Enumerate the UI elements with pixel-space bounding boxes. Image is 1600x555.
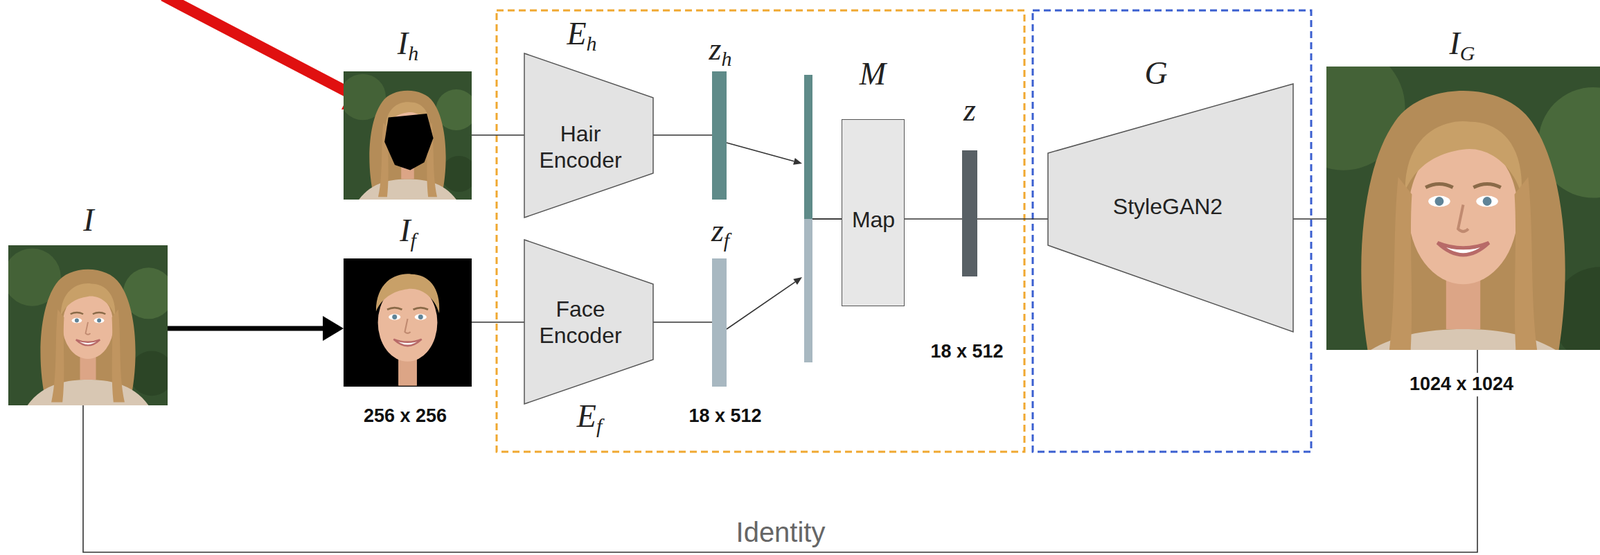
face-photo [3, 245, 174, 406]
edge-label: Identity [732, 516, 830, 548]
trapezoid-shape [524, 53, 654, 218]
face-crop-photo [343, 258, 472, 387]
dimension-label: 18 x 512 [930, 341, 1003, 363]
connector [83, 349, 1478, 553]
concat-bar-top [804, 74, 813, 219]
connector-line [1293, 218, 1327, 220]
connector [471, 135, 525, 136]
arrowhead [793, 157, 803, 165]
network-block: EhHair Encoder [524, 53, 654, 218]
block-label: Map [844, 206, 903, 233]
connector-line [653, 321, 713, 323]
symbol-letter: E [576, 398, 597, 434]
connector-line [977, 218, 1048, 220]
symbol-subscript: h [407, 41, 419, 65]
symbol-subscript: f [410, 228, 416, 252]
connector [653, 322, 713, 323]
math-label: I [83, 204, 94, 237]
symbol-letter: M [859, 56, 886, 92]
symbol-letter: G [1144, 55, 1168, 91]
image-node: IG [1326, 66, 1600, 350]
connector-line [812, 218, 842, 220]
math-label: Eh [566, 18, 597, 55]
connector-line [471, 134, 525, 136]
connector [726, 218, 842, 330]
symbol-letter: I [1449, 25, 1461, 61]
math-label: Ef [576, 400, 602, 437]
symbol-letter: I [397, 25, 408, 61]
math-label: G [1144, 57, 1168, 90]
connector [904, 218, 963, 220]
connector-line [167, 326, 323, 332]
arrowhead [793, 277, 803, 285]
math-label: zh [709, 33, 733, 70]
connector [471, 322, 525, 323]
image-node: If [343, 258, 472, 387]
connector-line [83, 349, 1478, 553]
connector-line [812, 218, 842, 220]
pointer-arrow [163, 0, 351, 94]
symbol-letter: z [709, 31, 722, 67]
network-block: EfFace Encoder [524, 239, 654, 404]
connector [653, 135, 713, 136]
hair-photo [339, 71, 477, 200]
connector [977, 218, 1048, 220]
latent-vector: zh [712, 71, 727, 200]
connector [1293, 218, 1327, 220]
connector-line [726, 281, 796, 330]
block-label: StyleGAN2 [1084, 193, 1251, 220]
connector-line [904, 218, 963, 220]
symbol-subscript: h [721, 47, 732, 70]
symbol-letter: I [83, 202, 94, 238]
dimension-label: 18 x 512 [688, 405, 762, 427]
concat-bar-bottom [804, 218, 813, 363]
image-node: I [8, 245, 168, 406]
trapezoid-shape [1047, 83, 1294, 332]
math-label: z [963, 94, 976, 127]
symbol-letter: E [566, 15, 586, 52]
symbol-letter: z [711, 212, 724, 248]
arrowhead [322, 315, 344, 341]
symbol-subscript: f [596, 414, 602, 438]
block-label: Hair Encoder [531, 120, 629, 174]
generator-group-box [1032, 10, 1312, 452]
process-box: MMap [841, 119, 905, 307]
latent-vector: z [962, 150, 978, 277]
symbol-subscript: G [1460, 41, 1476, 65]
block-label: Face Encoder [531, 295, 629, 350]
connector-line [653, 134, 713, 136]
network-block: GStyleGAN2 [1047, 83, 1294, 332]
latent-vector: zf [712, 258, 727, 387]
dimension-label: 256 x 256 [363, 405, 447, 427]
encoder-group-box [496, 10, 1025, 452]
connector-line [726, 142, 794, 162]
connector [167, 315, 344, 341]
symbol-subscript: h [586, 31, 598, 55]
connector [726, 142, 842, 219]
trapezoid-outline [524, 239, 654, 404]
math-label: If [399, 214, 417, 251]
trapezoid-shape [524, 239, 654, 404]
symbol-subscript: f [723, 228, 730, 252]
symbol-letter: z [963, 92, 976, 128]
connector-line [471, 321, 525, 323]
image-node: Ih [343, 71, 472, 200]
math-label: Ih [397, 27, 419, 64]
symbol-letter: I [399, 212, 411, 248]
math-label: IG [1449, 27, 1476, 64]
generated-photo [1282, 38, 1600, 385]
dimension-label: 1024 x 1024 [1405, 372, 1518, 397]
math-label: M [859, 58, 886, 91]
math-label: zf [711, 214, 730, 251]
